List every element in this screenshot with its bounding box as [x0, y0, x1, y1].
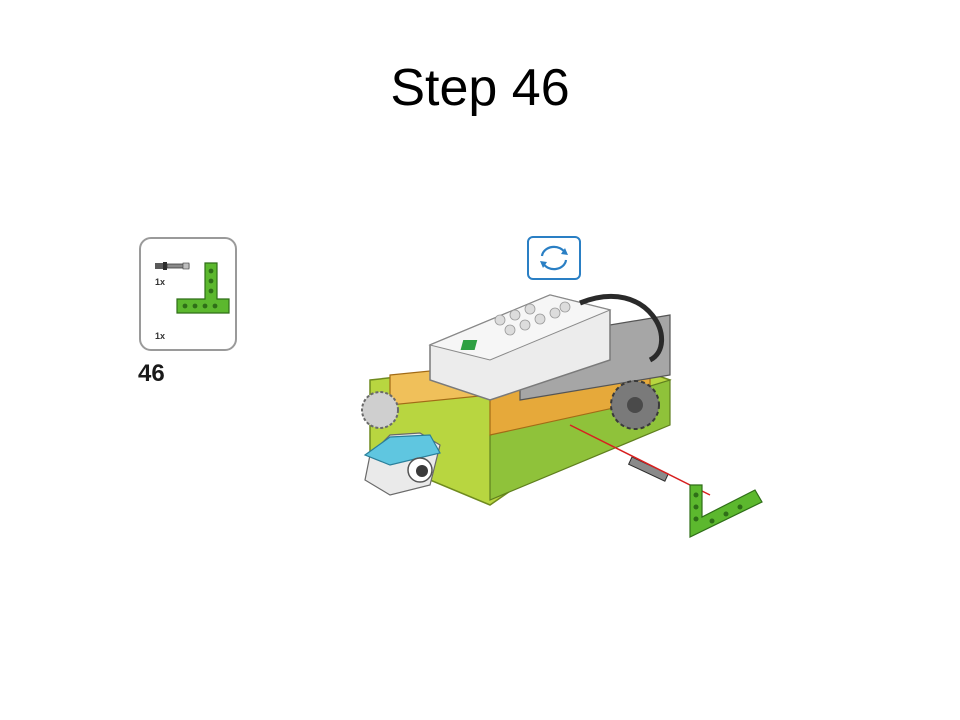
axle-pin-insert — [627, 456, 669, 482]
green-l-beam-icon — [176, 262, 230, 314]
rotate-model-icon[interactable] — [527, 236, 581, 280]
step-number: 46 — [138, 360, 165, 387]
axle-pin-icon — [155, 262, 190, 270]
parts-list-box: 1x 1x — [139, 237, 237, 351]
slide-title: Step 46 — [390, 59, 570, 117]
rotate-arrows-icon — [540, 245, 568, 271]
part-quantity-beam: 1x — [155, 331, 166, 341]
lego-model-illustration — [361, 294, 763, 538]
part-quantity-axle: 1x — [155, 277, 166, 287]
